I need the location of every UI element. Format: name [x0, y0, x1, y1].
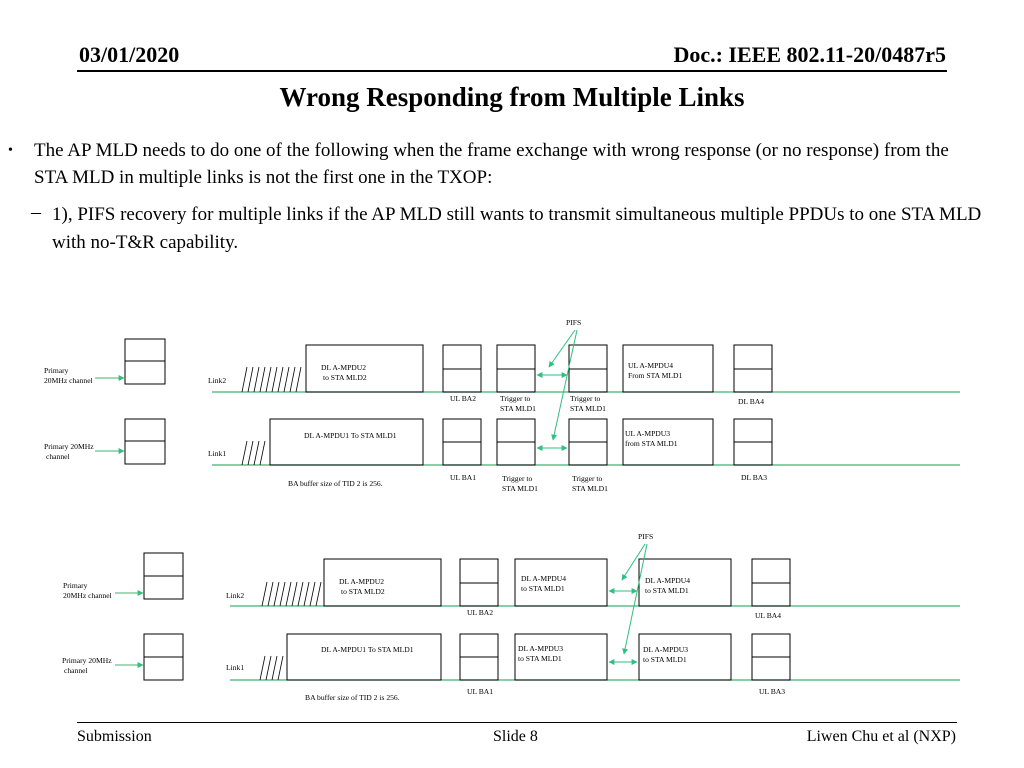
- ul-ampdu3-label-2: from STA MLD1: [625, 439, 678, 448]
- dl2-ampdu2-label-2: to STA MLD2: [341, 587, 385, 596]
- header-date: 03/01/2020: [79, 42, 180, 67]
- ul-ba1-label: UL BA1: [450, 473, 476, 482]
- header-divider: [77, 70, 947, 72]
- backoff-hatch-link2-2: [261, 581, 322, 607]
- dl-ampdu4-a-label-1: DL A-MPDU4: [521, 574, 566, 583]
- footer-submission: Submission: [77, 728, 152, 745]
- dl-ampdu3-b-label-1: DL A-MPDU3: [643, 645, 688, 654]
- dl-ampdu3-box-a: [514, 633, 608, 681]
- primary-label-top-2: 20MHz channel: [44, 376, 93, 385]
- pifs2-arrow-b: [622, 543, 648, 655]
- dl-ampdu2-label-2: to STA MLD2: [323, 373, 367, 382]
- trigger-a-label-1: Trigger to: [500, 394, 531, 403]
- dl-ampdu4-a-label-2: to STA MLD1: [521, 584, 565, 593]
- dl2-ampdu2-label-1: DL A-MPDU2: [339, 577, 384, 586]
- pifs2-arrow-a: [621, 543, 646, 581]
- dl-ba3-label: DL BA3: [741, 473, 767, 482]
- primary-channel-boxes-2: [143, 552, 184, 681]
- primary2-label-bottom-1: Primary 20MHz: [62, 656, 112, 665]
- primary-label-bottom-2: channel: [46, 452, 70, 461]
- primary-channel-box-top: [124, 338, 166, 465]
- sub-paragraph: 1), PIFS recovery for multiple links if …: [52, 204, 982, 253]
- sub-bullet-dash: –: [31, 201, 41, 223]
- primary2-label-bottom-2: channel: [64, 666, 88, 675]
- dl-ampdu2-box-2: [323, 558, 442, 607]
- trigger-b-label-1: Trigger to: [570, 394, 601, 403]
- ul-ampdu3-box: [622, 418, 714, 466]
- ul-ba4-label: UL BA4: [755, 611, 781, 620]
- ul2-ba1-label: UL BA1: [467, 687, 493, 696]
- pifs-label-2: PIFS: [638, 532, 653, 541]
- dl-ba4-label: DL BA4: [738, 397, 764, 406]
- link1-label: Link1: [208, 449, 226, 458]
- footer-divider: [77, 722, 957, 723]
- trigger-b-label-2: STA MLD1: [570, 404, 606, 413]
- dl-ampdu3-box-b: [638, 633, 732, 681]
- primary2-label-top-2: 20MHz channel: [63, 591, 112, 600]
- ul-ampdu3-label-1: UL A-MPDU3: [625, 429, 670, 438]
- diagram-1: Primary 20MHz channel Primary 20MHz chan…: [44, 318, 960, 493]
- body-paragraph: The AP MLD needs to do one of the follow…: [34, 140, 949, 188]
- ul-ampdu4-label-2: From STA MLD1: [628, 371, 682, 380]
- primary2-label-top-1: Primary: [63, 581, 88, 590]
- dl-ampdu2-box: [305, 344, 424, 393]
- link1-label-2: Link1: [226, 663, 244, 672]
- dl-ampdu1-box-2: [286, 633, 442, 681]
- link2-label-2: Link2: [226, 591, 244, 600]
- dl2-ampdu1-label: DL A-MPDU1 To STA MLD1: [321, 645, 414, 654]
- trigger-a-label-2: STA MLD1: [500, 404, 536, 413]
- ul-ampdu4-box: [622, 344, 714, 393]
- dl-ampdu2-label-1: DL A-MPDU2: [321, 363, 366, 372]
- primary-label-top-1: Primary: [44, 366, 69, 375]
- ba-note-2: BA buffer size of TID 2 is 256.: [305, 693, 400, 702]
- ul-ampdu4-label-1: UL A-MPDU4: [628, 361, 673, 370]
- dl-ampdu1-label: DL A-MPDU1 To STA MLD1: [304, 431, 397, 440]
- dl-ampdu4-box-a: [514, 558, 608, 607]
- pifs-arrow-b: [551, 329, 578, 441]
- dl-ampdu1-box: [269, 418, 424, 466]
- backoff-hatch-link1-2: [259, 655, 284, 681]
- dl-ampdu3-a-label-1: DL A-MPDU3: [518, 644, 563, 653]
- ba-note-1: BA buffer size of TID 2 is 256.: [288, 479, 383, 488]
- trigger-d-label-1: Trigger to: [572, 474, 603, 483]
- link2-label: Link2: [208, 376, 226, 385]
- footer-slide-number: Slide 8: [493, 728, 538, 745]
- backoff-hatch-link2: [241, 366, 302, 393]
- ul2-ba2-label: UL BA2: [467, 608, 493, 617]
- ul-ba2-label: UL BA2: [450, 394, 476, 403]
- dl-ampdu4-b-label-2: to STA MLD1: [645, 586, 689, 595]
- dl-ampdu4-b-label-1: DL A-MPDU4: [645, 576, 690, 585]
- trigger-c-label-1: Trigger to: [502, 474, 533, 483]
- slide-title: Wrong Responding from Multiple Links: [279, 82, 745, 112]
- dl-ampdu3-b-label-2: to STA MLD1: [643, 655, 687, 664]
- primary-label-bottom-1: Primary 20MHz: [44, 442, 94, 451]
- header-doc-id: Doc.: IEEE 802.11-20/0487r5: [673, 42, 946, 67]
- pifs-arrow-a: [548, 329, 576, 368]
- ul-ba3-label: UL BA3: [759, 687, 785, 696]
- diagram-2: Primary 20MHz channel Primary 20MHz chan…: [62, 532, 960, 702]
- pifs-label-1: PIFS: [566, 318, 581, 327]
- trigger-c-label-2: STA MLD1: [502, 484, 538, 493]
- backoff-hatch-link1: [241, 440, 266, 466]
- bullet-marker: •: [8, 143, 13, 158]
- dl-ampdu3-a-label-2: to STA MLD1: [518, 654, 562, 663]
- footer-author: Liwen Chu et al (NXP): [806, 728, 956, 745]
- trigger-d-label-2: STA MLD1: [572, 484, 608, 493]
